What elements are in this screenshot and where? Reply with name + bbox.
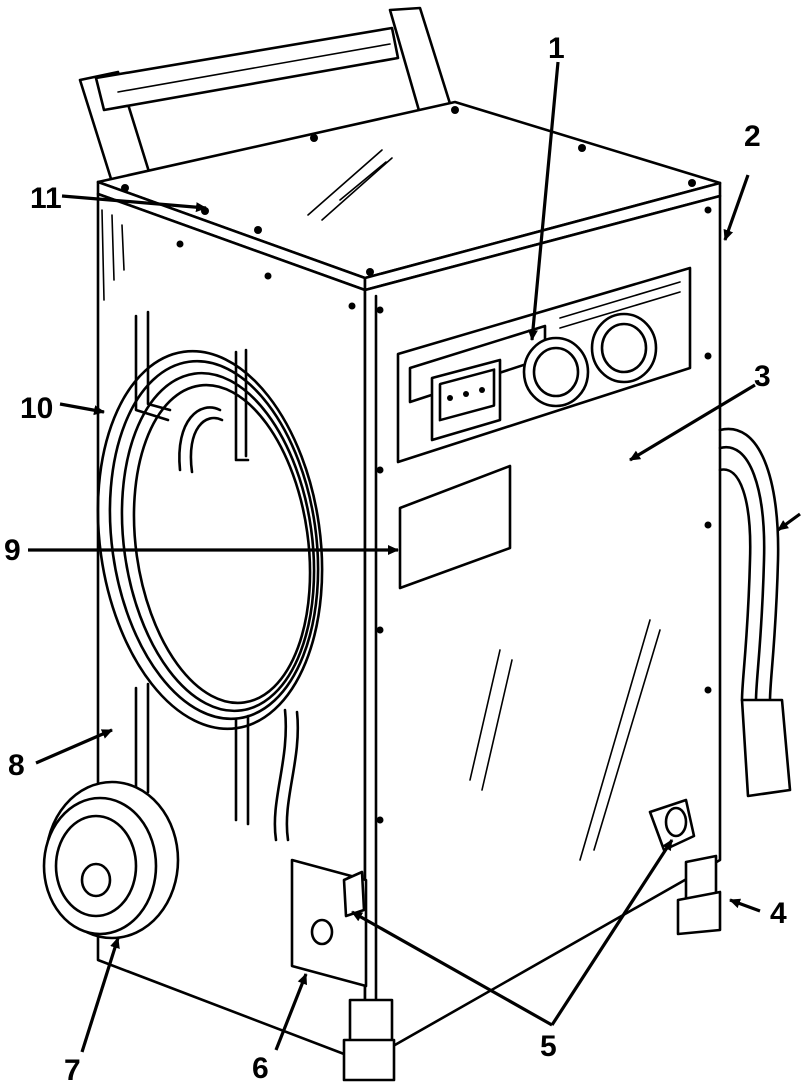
callout-2: 2 bbox=[744, 120, 761, 153]
callout-8: 8 bbox=[8, 749, 25, 782]
leader-lines bbox=[28, 61, 801, 1053]
callout-11: 11 bbox=[30, 182, 62, 215]
right-cable bbox=[718, 427, 792, 798]
callout-10: 10 bbox=[20, 392, 53, 425]
callout-9: 9 bbox=[4, 534, 21, 567]
fittings bbox=[342, 798, 696, 918]
callout-7: 7 bbox=[64, 1054, 81, 1086]
control-panel bbox=[396, 266, 692, 464]
callout-1: 1 bbox=[548, 32, 565, 65]
callout-3: 3 bbox=[754, 360, 771, 393]
feet bbox=[342, 854, 722, 1082]
data-plate bbox=[398, 464, 512, 590]
wheel bbox=[42, 780, 180, 940]
callout-5: 5 bbox=[540, 1030, 557, 1063]
cable-hooks bbox=[134, 310, 250, 826]
callout-4: 4 bbox=[770, 897, 787, 930]
carry-handle bbox=[78, 6, 454, 184]
callout-6: 6 bbox=[252, 1052, 269, 1085]
